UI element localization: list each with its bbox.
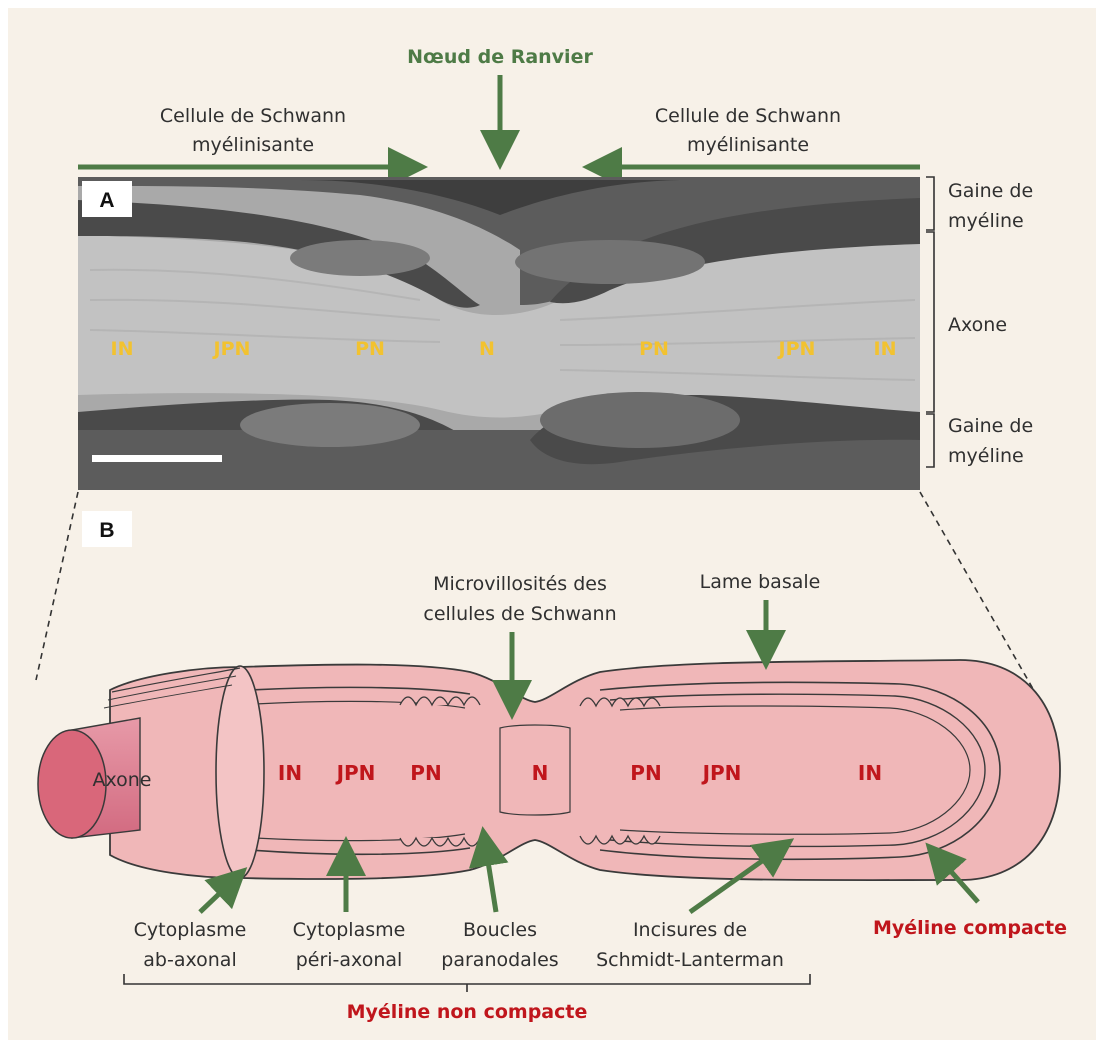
boucles-line2: paranodales bbox=[441, 949, 558, 971]
a-zone-jpn-right: JPN bbox=[777, 338, 816, 360]
non-compacte-brace bbox=[124, 974, 810, 992]
axone-label-a: Axone bbox=[948, 314, 1007, 336]
panel-b-letter: B bbox=[99, 519, 114, 542]
schwann-left-line2: myélinisante bbox=[192, 134, 314, 156]
incisures-line1: Incisures de bbox=[633, 919, 747, 941]
b-zone-in-left: IN bbox=[278, 761, 302, 785]
fiber-schematic bbox=[38, 660, 1060, 880]
boucles-line1: Boucles bbox=[463, 919, 537, 941]
panel-a-brackets bbox=[926, 177, 934, 467]
cytoplasme-peri-line1: Cytoplasme bbox=[293, 919, 406, 941]
b-zone-n: N bbox=[532, 761, 549, 785]
gaine-bottom-line2: myéline bbox=[948, 445, 1024, 467]
a-zone-in-right: IN bbox=[874, 338, 897, 360]
scale-bar bbox=[92, 455, 222, 462]
microvillosites-line2: cellules de Schwann bbox=[423, 603, 616, 625]
a-zone-in-left: IN bbox=[111, 338, 134, 360]
gaine-top-line2: myéline bbox=[948, 210, 1024, 232]
incisures-line2: Schmidt-Lanterman bbox=[596, 949, 784, 971]
lame-basale-label: Lame basale bbox=[700, 571, 821, 593]
b-zone-pn-right: PN bbox=[630, 761, 661, 785]
schwann-right-line2: myélinisante bbox=[687, 134, 809, 156]
micrograph-panel-a: A IN JPN PN N PN JPN IN bbox=[78, 177, 920, 490]
cytoplasme-ab-arrow bbox=[200, 874, 240, 912]
b-zone-pn-left: PN bbox=[410, 761, 441, 785]
gaine-top-line1: Gaine de bbox=[948, 180, 1033, 202]
b-zone-in-right: IN bbox=[858, 761, 882, 785]
cytoplasme-ab-line2: ab-axonal bbox=[143, 949, 236, 971]
schwann-right-line1: Cellule de Schwann bbox=[655, 105, 841, 127]
a-zone-pn-right: PN bbox=[639, 338, 669, 360]
node-title: Nœud de Ranvier bbox=[407, 46, 593, 68]
myeline-compacte-label: Myéline compacte bbox=[873, 917, 1067, 939]
schwann-left-line1: Cellule de Schwann bbox=[160, 105, 346, 127]
a-zone-pn-left: PN bbox=[355, 338, 385, 360]
b-zone-jpn-right: JPN bbox=[701, 761, 742, 785]
b-zone-jpn-left: JPN bbox=[335, 761, 376, 785]
axone-label-b: Axone bbox=[92, 769, 151, 791]
myeline-non-compacte-label: Myéline non compacte bbox=[347, 1001, 588, 1023]
cytoplasme-peri-line2: péri-axonal bbox=[296, 949, 403, 971]
zoom-line-left bbox=[36, 492, 78, 680]
a-zone-n: N bbox=[479, 338, 495, 360]
cytoplasme-ab-line1: Cytoplasme bbox=[134, 919, 247, 941]
panel-a-letter: A bbox=[99, 189, 114, 212]
gaine-bottom-line1: Gaine de bbox=[948, 415, 1033, 437]
microvillosites-line1: Microvillosités des bbox=[433, 573, 607, 595]
a-zone-jpn-left: JPN bbox=[212, 338, 251, 360]
